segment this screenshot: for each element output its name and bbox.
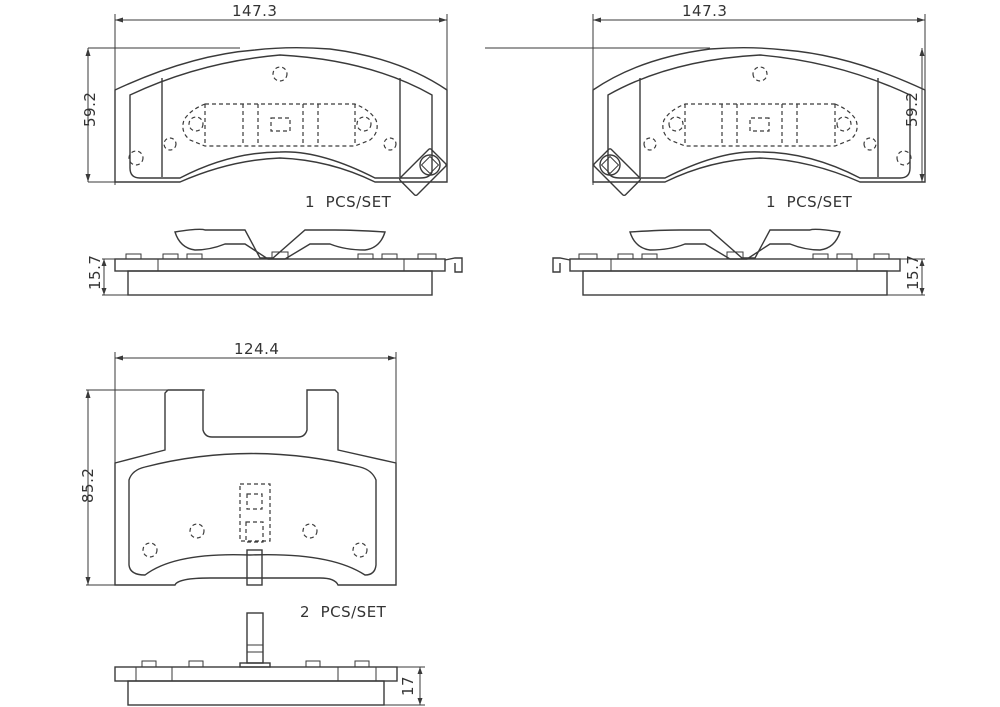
pad-b-front-view [485,14,926,196]
pad-b-side-view [552,228,901,296]
pad-b-height-label: 59.2 [903,91,921,127]
pad-c-thickness-label: 17 [399,675,417,696]
pad-c-front-view [85,352,397,586]
pad-c-qty-text: 2 PCS/SET [300,603,387,621]
pad-a-front-view [85,14,448,196]
pad-a-qty-label: 1 PCS/SET [305,193,391,211]
pad-c-qty-label: 2 PCS/SET [300,603,386,621]
pad-a-side-view [101,228,463,296]
pad-a-thickness-label: 15.7 [86,254,104,290]
pad-b-thickness-label: 15.7 [904,254,922,290]
pad-b-qty-label: 1 PCS/SET [766,193,852,211]
pad-c-width-label: 124.4 [234,340,280,358]
pad-a-qty-text: 1 PCS/SET [305,193,392,211]
pad-a-width-label: 147.3 [232,2,278,20]
pad-b-qty-text: 1 PCS/SET [766,193,853,211]
pad-c-side-view [114,612,425,706]
pad-c-height-label: 85.2 [79,467,97,503]
pad-a-height-label: 59.2 [81,91,99,127]
pad-b-width-label: 147.3 [682,2,728,20]
